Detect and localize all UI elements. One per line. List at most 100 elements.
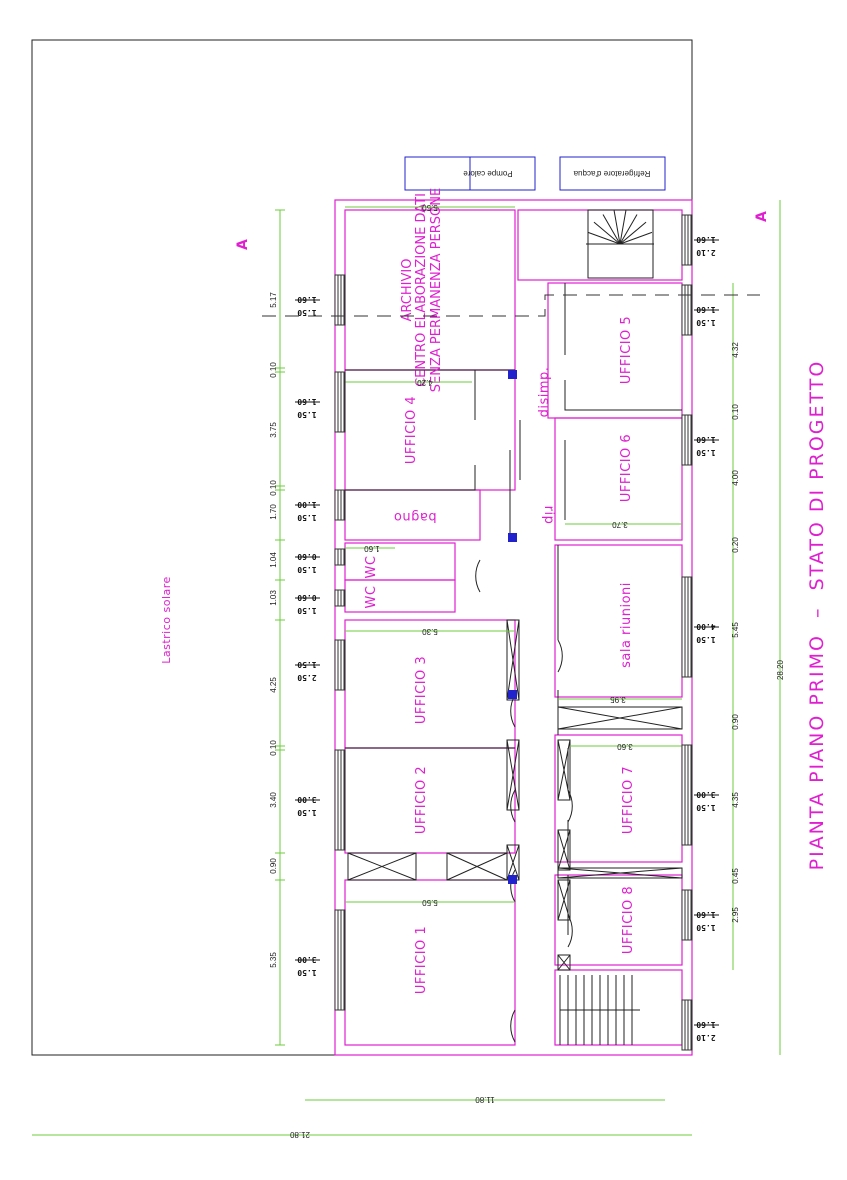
window-size: 3.00 [297, 955, 316, 964]
room-label-ufficio-7: UFFICIO 7 [621, 766, 636, 834]
door-swing [475, 559, 481, 593]
cabinet-box [347, 852, 417, 881]
service-shaft [508, 370, 517, 379]
room-label-wc: WC [364, 586, 379, 609]
room-dimension: 4.20 [417, 378, 433, 387]
room-label-archivio: SENZA PERMANENZA PERSONE [429, 188, 444, 392]
right-dimension: 0.10 [731, 404, 740, 420]
room-label-sala-riunioni: sala riunioni [619, 582, 634, 668]
window: 1.60 2.10 [681, 214, 719, 266]
window-size: 1.50 [297, 308, 316, 317]
window: 1.60 1.50 [681, 414, 719, 466]
cabinet [446, 852, 508, 881]
left-dimension: 0.10 [269, 480, 278, 496]
cabinet-box [557, 867, 683, 879]
partition-wall [345, 465, 476, 491]
cabinet [506, 619, 520, 701]
room-label-archivio: ARCHIVIO [400, 259, 415, 322]
window: 1.601.50 [681, 284, 719, 336]
left-dimension: 4.25 [269, 677, 278, 693]
window: 3.00 1.50 [295, 909, 346, 1011]
window-size: 1.60 [297, 397, 316, 406]
window-size: 1.50 [696, 803, 715, 812]
window: 3.001.50 [295, 749, 346, 851]
room-wall [344, 542, 456, 581]
right-dimension: 0.20 [731, 537, 740, 553]
cabinet-cross [557, 879, 571, 921]
window-frame [334, 371, 346, 433]
window: 1.601.50 [681, 889, 719, 941]
cabinet-cross [506, 844, 520, 881]
window-frame [334, 274, 346, 326]
heat-pumps: Pompe calore [404, 156, 536, 191]
stair-step [619, 221, 647, 245]
window-size: 1.50 [696, 318, 715, 327]
window: 1.001.50 [295, 489, 346, 522]
drawing-title: PIANTA PIANO PRIMO – STATO DI PROGETTO [806, 360, 828, 871]
window-size: 1.60 [696, 435, 715, 444]
cabinet-box [557, 829, 571, 871]
right-dimension: 2.95 [731, 907, 740, 923]
left-dimension: 0.10 [269, 740, 278, 756]
window: 0.60 1.50 [295, 589, 346, 615]
window-size: 1.60 [696, 235, 715, 244]
room-wall [554, 734, 683, 863]
window: 1.602.10 [681, 999, 719, 1051]
window-size: 1.50 [297, 513, 316, 522]
window-frame [681, 744, 693, 846]
cabinet-cross [506, 619, 520, 701]
service-shaft [508, 690, 517, 699]
right-dimension: 0.45 [731, 868, 740, 884]
total-length: 28.20 [776, 659, 785, 680]
room-wall [547, 282, 683, 419]
room-dimension: 3.60 [617, 742, 633, 751]
window-size: 2.10 [696, 248, 715, 257]
window: 4.00 1.50 [681, 576, 719, 678]
building-width: 11.80 [475, 1095, 495, 1104]
window-size: 1.50 [696, 635, 715, 644]
window-size: 1.50 [297, 410, 316, 419]
cabinet [557, 954, 571, 971]
window-size: 2.10 [696, 1033, 715, 1042]
chiller-label: Refrigeratore d'acqua [573, 169, 650, 178]
room-label-ufficio-8: UFFICIO 8 [621, 886, 636, 954]
window-frame [334, 589, 346, 607]
window-frame [681, 414, 693, 466]
cabinet [557, 867, 683, 879]
window-frame [334, 489, 346, 521]
window-frame [681, 999, 693, 1051]
window-size: 1.50 [297, 606, 316, 615]
window-size: 0.60 [297, 593, 316, 602]
room-dimension: 5.50 [422, 898, 438, 907]
stair-step [619, 214, 638, 245]
cabinet-cross [557, 706, 683, 730]
stair-step [619, 231, 653, 245]
total-width: 21.80 [289, 1130, 310, 1139]
window-size: 1.50 [696, 448, 715, 457]
left-dimension: 1.03 [269, 590, 278, 606]
left-dimension: 5.17 [269, 292, 278, 308]
right-dimension: 4.32 [731, 342, 740, 358]
terrace-outline [31, 39, 693, 1056]
window-frame [334, 749, 346, 851]
spiral-staircase [586, 209, 654, 279]
window-frame [681, 576, 693, 678]
stair-step [613, 210, 621, 245]
room-dimension: 1.60 [364, 544, 380, 553]
window-frame [334, 548, 346, 566]
window: 3.001.50 [681, 744, 719, 846]
room-wall [554, 417, 683, 541]
door-swing [567, 914, 573, 948]
window-size: 1.50 [297, 968, 316, 977]
section-line [262, 294, 760, 317]
window-size: 1.60 [696, 910, 715, 919]
room-wall [344, 747, 516, 854]
window: 1.502.50 [295, 639, 346, 691]
door-swing [510, 789, 516, 823]
room-dimension: 3.70 [612, 520, 628, 529]
window-frame [681, 889, 693, 941]
window-size: 4.00 [696, 622, 715, 631]
cabinet-cross [557, 954, 571, 971]
